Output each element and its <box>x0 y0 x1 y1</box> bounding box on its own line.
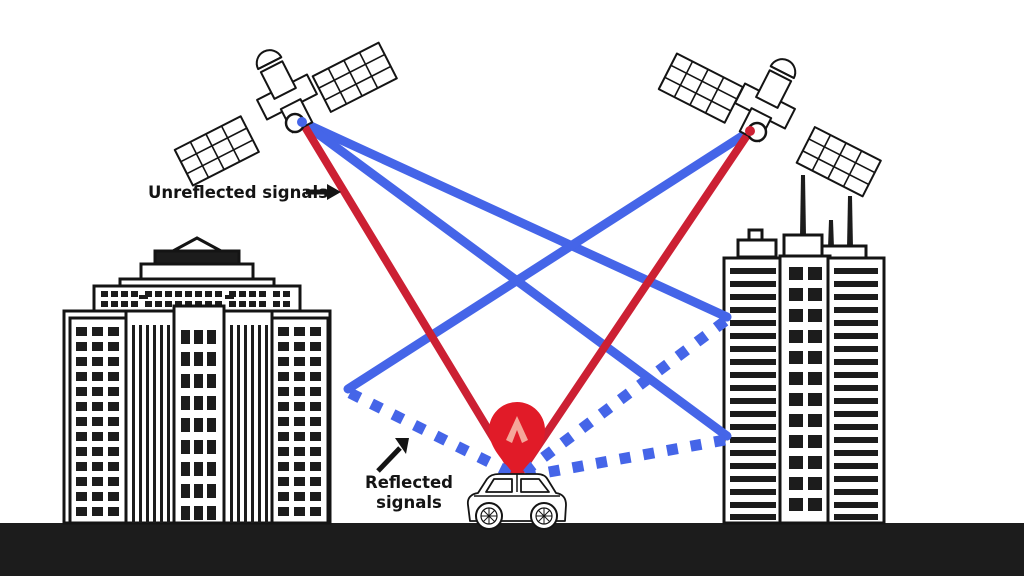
building-right-roofbox-b <box>782 233 824 259</box>
location-pin-glyph <box>506 416 528 443</box>
satellite-right-panel-left <box>657 52 744 124</box>
building-right-bands-left <box>730 268 776 520</box>
reflected-arrow <box>376 438 409 473</box>
car-window-front <box>485 478 513 493</box>
location-pin-shape <box>489 402 545 478</box>
signal-direct-right <box>513 127 754 481</box>
building-right-antenna-short <box>828 220 834 248</box>
reflected-signals-label-line1: Reflected <box>365 473 453 492</box>
car-receiver <box>466 473 567 530</box>
building-right-antenna-center <box>800 175 806 236</box>
building-left-stripes-b <box>132 325 170 523</box>
building-right-antenna-tall <box>847 196 853 248</box>
satellite-left-dish <box>255 49 283 71</box>
building-left-stripes-d <box>230 325 268 523</box>
location-pin <box>489 402 545 478</box>
building-left-windows-a <box>76 327 119 516</box>
satellite-left-body <box>259 60 297 100</box>
car-window-rear <box>520 478 550 493</box>
signal-reflected-left-building <box>347 388 516 479</box>
building-right-windows-center <box>789 267 822 511</box>
annotations: Unreflected signals Reflected signals <box>148 183 453 512</box>
signal-direct-left <box>298 118 521 481</box>
building-left-band-windows <box>101 291 290 307</box>
building-left <box>62 236 332 525</box>
building-right-roofbox-a <box>736 238 778 259</box>
unreflected-arrow <box>306 184 341 200</box>
unreflected-signals-label: Unreflected signals <box>148 183 328 202</box>
signal-paths <box>297 117 755 482</box>
satellite-right-dish <box>769 58 797 80</box>
signal-incident-right-to-left <box>343 126 755 394</box>
satellite-left-panel-right <box>311 41 398 113</box>
signal-reflected-right-upper <box>520 316 729 477</box>
satellite-left-panel-left <box>173 115 260 187</box>
building-right-bands-right <box>834 268 878 520</box>
satellite-left-origin-dot <box>297 117 307 127</box>
ground-strip <box>0 523 1024 576</box>
satellite-right-body <box>755 69 793 109</box>
reflected-signals-label-line2: signals <box>376 493 442 512</box>
satellite-right-panel-right <box>795 126 882 198</box>
satellite-right <box>657 52 882 198</box>
satellite-left <box>173 41 398 187</box>
signal-incident-left-to-right-upper <box>297 117 732 322</box>
satellite-right-origin-dot <box>745 126 755 136</box>
signal-reflected-right-lower <box>526 434 726 482</box>
building-right <box>722 175 886 525</box>
building-left-windows-c <box>181 330 216 520</box>
building-right-tower-center <box>778 254 832 525</box>
building-left-windows-e <box>278 327 321 516</box>
